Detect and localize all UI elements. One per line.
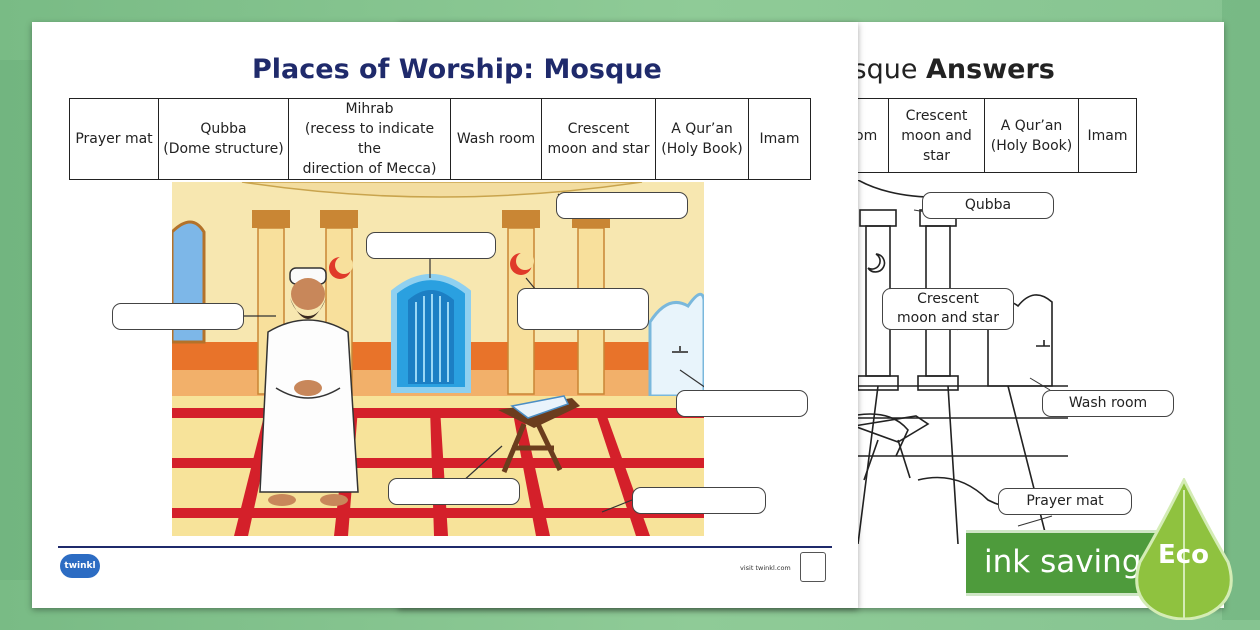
answer-box[interactable] [676, 390, 808, 417]
answers-title: osque Answers [836, 54, 1055, 85]
word-bank-cell: Imam [748, 98, 811, 180]
word-bank-cell: Wash room [450, 98, 542, 180]
background-shape [1222, 0, 1260, 620]
answer-box[interactable] [388, 478, 520, 505]
answer-label-qubba: Qubba [922, 192, 1054, 219]
word-bank-cell: A Qur’an(Holy Book) [655, 98, 749, 180]
answer-label-wash-room: Wash room [1042, 390, 1174, 417]
eco-label: Eco [1158, 540, 1210, 570]
word-bank: Prayer mat Qubba(Dome structure) Mihrab(… [69, 98, 811, 180]
answer-box[interactable] [632, 487, 766, 514]
word-bank-cell: Imam [1078, 98, 1137, 173]
answer-box[interactable] [112, 303, 244, 330]
word-bank-cell: Qubba(Dome structure) [158, 98, 289, 180]
footer-rule [58, 546, 832, 548]
worksheet-sheet: Places of Worship: Mosque Prayer mat Qub… [32, 22, 858, 608]
page-title: Places of Worship: Mosque [252, 54, 662, 85]
eco-leaf-drop-icon [1135, 478, 1233, 620]
word-bank-cell: Prayer mat [69, 98, 159, 180]
answer-box[interactable] [366, 232, 496, 259]
answer-box[interactable] [517, 288, 649, 330]
twinkl-logo: twinkl [60, 554, 100, 578]
answer-label-prayer-mat: Prayer mat [998, 488, 1132, 515]
quality-badge [800, 552, 826, 582]
ink-saving-text: ink saving [984, 544, 1142, 580]
answers-mosque-lineart [838, 180, 1068, 544]
visit-link[interactable]: visit twinkl.com [740, 564, 791, 572]
answer-box[interactable] [556, 192, 688, 219]
mosque-illustration [172, 182, 704, 536]
word-bank-cell: A Qur’an(Holy Book) [984, 98, 1079, 173]
